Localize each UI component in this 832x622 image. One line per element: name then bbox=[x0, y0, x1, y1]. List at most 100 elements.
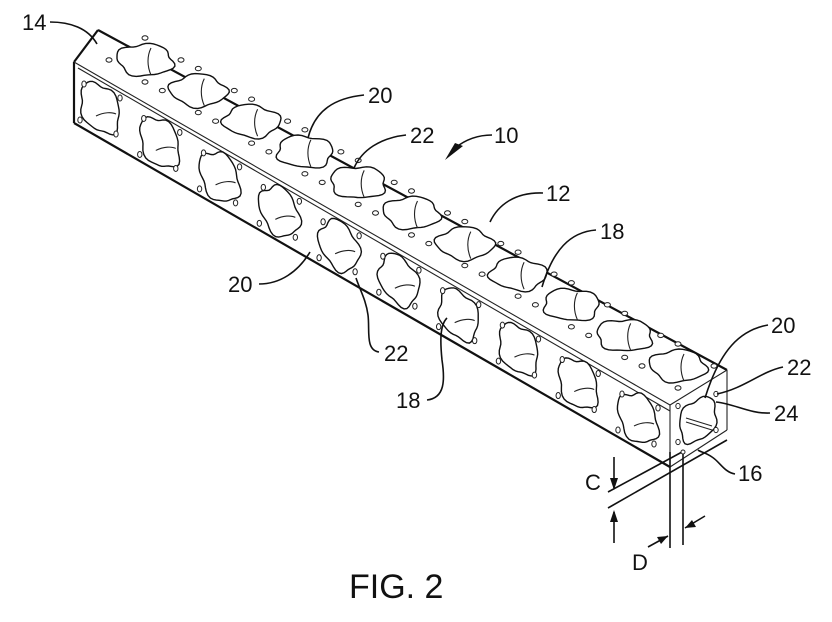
fastener-hole bbox=[585, 332, 593, 339]
opening-inner-edge bbox=[520, 261, 525, 290]
opening-inner-edge bbox=[680, 353, 685, 382]
side-opening bbox=[555, 356, 601, 414]
fastener-hole bbox=[655, 404, 661, 412]
fastener-hole bbox=[117, 94, 123, 102]
leader-18-top bbox=[541, 229, 597, 288]
dim-d-arrowhead-right bbox=[685, 520, 696, 528]
opening-outline bbox=[198, 150, 242, 202]
fastener-hole bbox=[514, 293, 522, 299]
top-opening bbox=[105, 35, 185, 85]
near-end-bottom-edge bbox=[669, 429, 728, 468]
opening-inner-edge bbox=[200, 78, 205, 106]
fastener-hole bbox=[591, 406, 597, 414]
opening-inner-edge bbox=[275, 215, 296, 220]
fastener-hole bbox=[248, 96, 256, 102]
fastener-hole bbox=[260, 183, 267, 191]
fastener-hole bbox=[621, 354, 629, 361]
fastener-hole bbox=[265, 149, 273, 155]
fastener-hole bbox=[674, 341, 682, 347]
fastener-hole bbox=[141, 35, 149, 41]
far-end-top-edge bbox=[73, 29, 99, 63]
opening-inner-edge bbox=[633, 422, 655, 427]
opening-outline bbox=[596, 318, 654, 352]
top-opening bbox=[585, 310, 665, 361]
leader-14 bbox=[49, 21, 98, 45]
fastener-hole bbox=[408, 188, 415, 194]
side-opening bbox=[256, 183, 303, 241]
leader-20-top bbox=[307, 94, 365, 139]
fastener-hole bbox=[194, 109, 202, 116]
fastener-hole bbox=[284, 118, 292, 124]
fastener-hole bbox=[416, 266, 422, 274]
top-opening bbox=[212, 96, 292, 146]
opening-inner-edge bbox=[334, 249, 356, 255]
opening-inner-edge bbox=[254, 108, 259, 137]
leader-24 bbox=[715, 401, 771, 414]
fastener-hole bbox=[412, 302, 418, 310]
arrowhead-10 bbox=[445, 143, 463, 160]
top-opening bbox=[372, 188, 451, 238]
fastener-hole bbox=[200, 149, 207, 157]
opening-inner-edge bbox=[573, 292, 578, 321]
fastener-hole bbox=[531, 302, 539, 308]
leader-20-side bbox=[258, 251, 311, 285]
fastener-hole bbox=[514, 249, 522, 255]
label-20-side: 20 bbox=[228, 272, 252, 297]
top-opening bbox=[478, 249, 558, 299]
dimension-d bbox=[647, 449, 706, 548]
leader-12 bbox=[489, 192, 544, 223]
end-opening-outline bbox=[679, 395, 718, 446]
opening-inner-edge bbox=[147, 47, 152, 76]
fastener-hole bbox=[158, 87, 166, 94]
opening-outline bbox=[542, 287, 600, 322]
opening-inner-edge bbox=[627, 323, 632, 351]
fastener-hole bbox=[301, 127, 309, 133]
opening-outline bbox=[116, 42, 176, 78]
opening-outline bbox=[616, 391, 661, 443]
fastener-hole bbox=[137, 150, 143, 158]
opening-inner-edge bbox=[573, 387, 595, 393]
side-opening bbox=[615, 390, 661, 448]
top-face-holes bbox=[105, 35, 718, 391]
label-dim-c: C bbox=[585, 470, 601, 495]
fastener-hole bbox=[638, 363, 646, 369]
fastener-hole bbox=[435, 323, 442, 331]
label-16: 16 bbox=[738, 461, 762, 486]
reference-labels: 14 20 22 10 12 18 20 22 18 20 22 24 16 C… bbox=[22, 10, 811, 575]
fastener-hole bbox=[318, 179, 326, 186]
label-18-side: 18 bbox=[396, 388, 420, 413]
opening-outline bbox=[330, 166, 387, 199]
fastener-hole bbox=[196, 185, 203, 193]
opening-inner-edge bbox=[454, 318, 475, 324]
fastener-hole bbox=[595, 370, 601, 378]
fastener-hole bbox=[292, 233, 299, 241]
fastener-hole bbox=[478, 271, 486, 277]
fastener-hole bbox=[444, 210, 451, 216]
label-24: 24 bbox=[774, 401, 798, 426]
fastener-hole bbox=[194, 65, 202, 72]
fastener-hole bbox=[320, 218, 326, 226]
fastener-hole bbox=[559, 356, 565, 364]
fastener-hole bbox=[337, 149, 345, 155]
fastener-hole bbox=[316, 254, 322, 262]
dim-c-arrowhead-top bbox=[610, 478, 618, 490]
fastener-hole bbox=[713, 426, 719, 434]
opening-inner-edge bbox=[394, 284, 416, 289]
fastener-hole bbox=[232, 199, 239, 207]
side-opening bbox=[137, 114, 183, 172]
fastener-hole bbox=[372, 210, 379, 216]
fastener-hole bbox=[352, 268, 358, 276]
top-opening bbox=[158, 65, 238, 116]
side-face-holes bbox=[77, 80, 661, 448]
side-opening bbox=[495, 321, 542, 379]
dim-c-arrowhead-bottom bbox=[610, 510, 618, 522]
opening-inner-edge bbox=[413, 200, 419, 229]
leader-18-side bbox=[426, 317, 448, 401]
end-opening-web-line bbox=[685, 421, 713, 431]
label-20-end: 20 bbox=[771, 313, 795, 338]
fastener-hole bbox=[471, 337, 478, 345]
fastener-hole bbox=[567, 324, 575, 330]
top-opening bbox=[318, 157, 398, 208]
fastener-hole bbox=[461, 262, 469, 269]
fastener-hole bbox=[354, 201, 362, 208]
